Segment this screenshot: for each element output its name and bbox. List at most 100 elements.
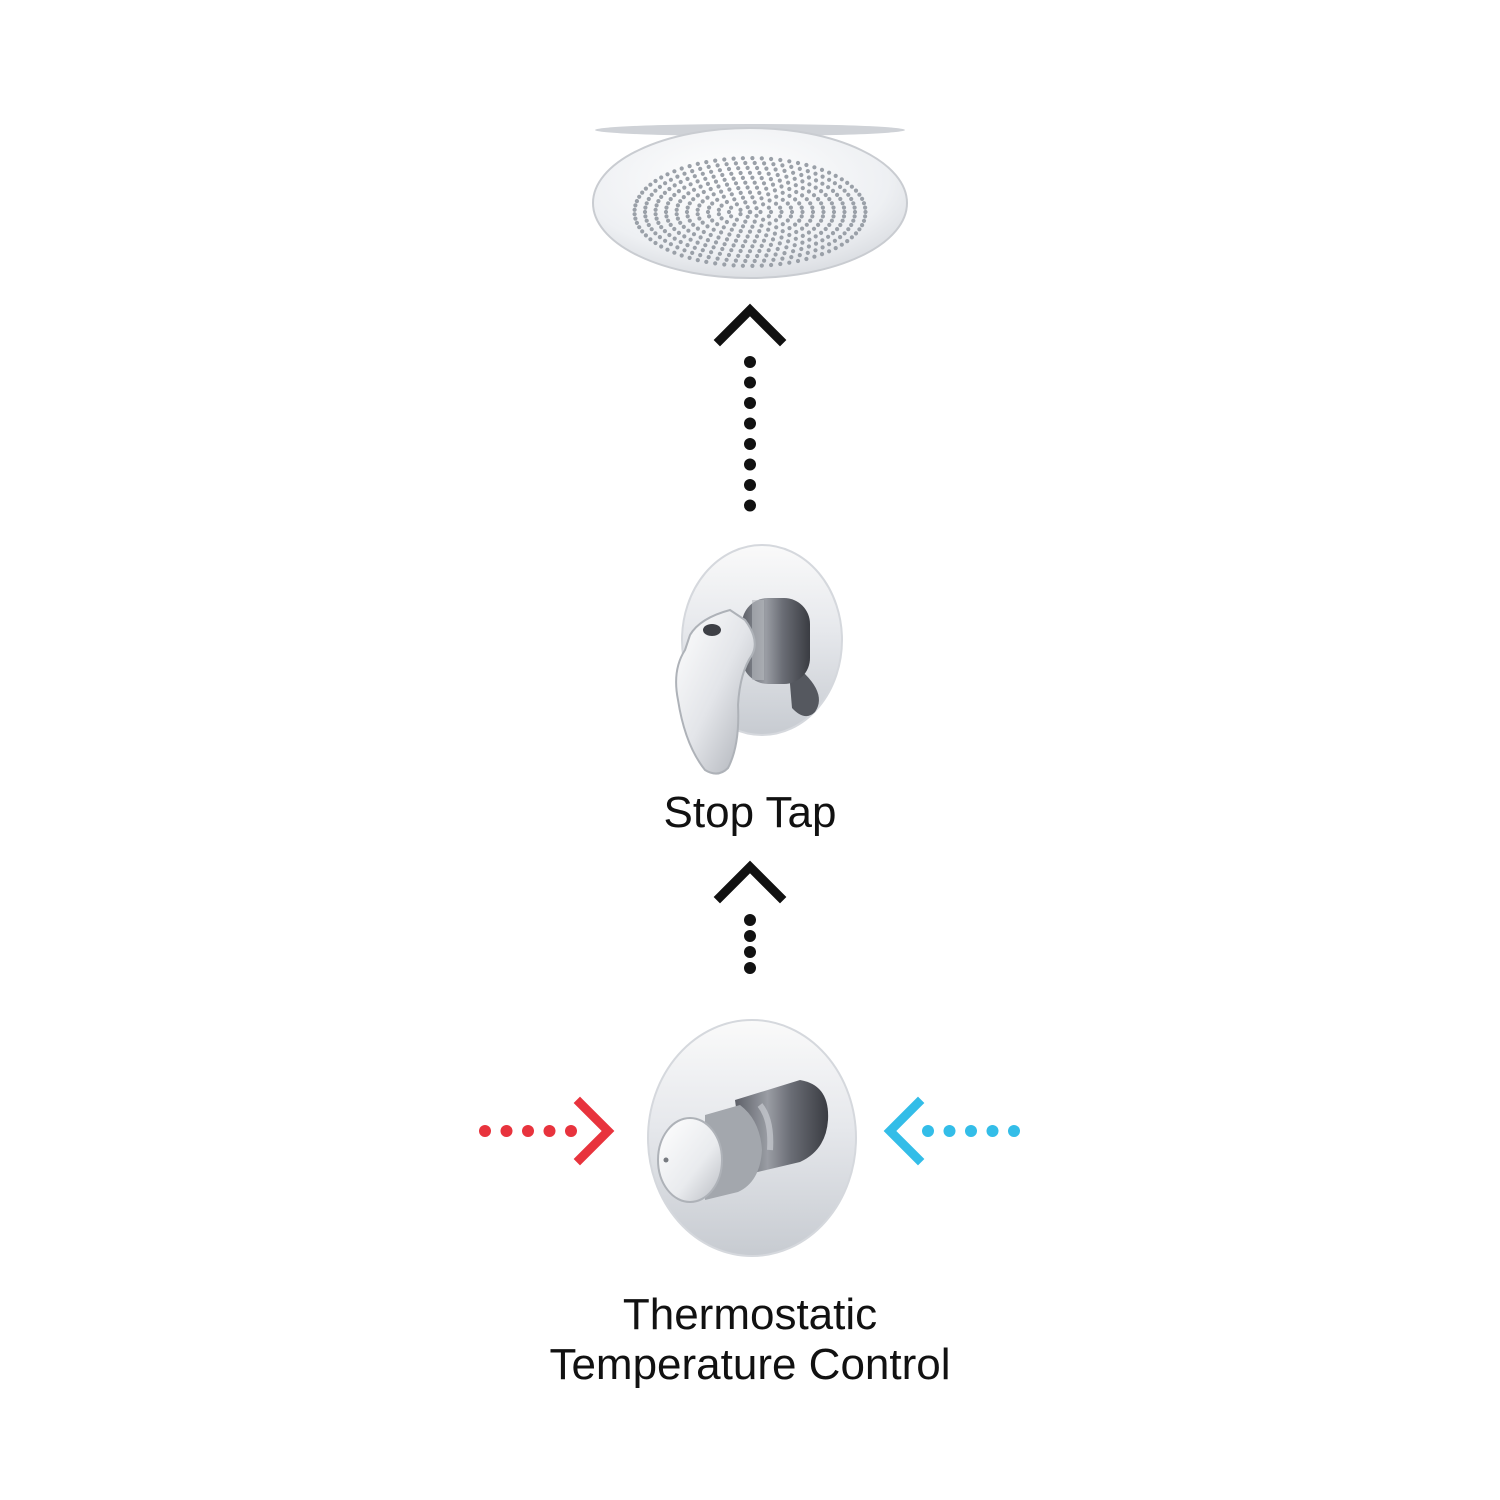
nozzle <box>832 238 838 243</box>
nozzle <box>835 227 840 232</box>
nozzle <box>668 177 674 182</box>
nozzle <box>745 234 750 239</box>
nozzle <box>786 180 791 185</box>
nozzle <box>719 230 724 235</box>
nozzle <box>750 156 755 161</box>
nozzle <box>703 243 708 248</box>
nozzle <box>827 197 832 202</box>
nozzle <box>752 160 757 166</box>
nozzle <box>713 158 718 163</box>
nozzle <box>791 249 796 254</box>
nozzle <box>820 214 826 219</box>
nozzle <box>701 189 706 195</box>
nozzle <box>705 224 710 229</box>
nozzle <box>857 227 862 232</box>
nozzle <box>695 207 700 212</box>
nozzle <box>698 184 703 189</box>
nozzle <box>679 253 684 258</box>
nozzle <box>653 212 658 217</box>
nozzle <box>646 196 651 202</box>
nozzle <box>827 177 832 182</box>
nozzle <box>759 176 764 181</box>
nozzle <box>787 193 792 198</box>
nozzle <box>851 201 856 206</box>
nozzle <box>708 186 713 192</box>
nozzle <box>813 241 819 246</box>
nozzle <box>754 185 760 190</box>
nozzle <box>685 214 690 219</box>
nozzle <box>804 256 809 262</box>
nozzle <box>860 196 865 201</box>
nozzle <box>649 192 654 197</box>
hot-flow-dot <box>522 1125 534 1137</box>
nozzle <box>787 232 792 238</box>
nozzle <box>793 236 798 241</box>
stop-tap-label: Stop Tap <box>663 788 837 837</box>
nozzle <box>668 242 674 247</box>
nozzle <box>743 160 748 166</box>
shower-head-icon <box>592 124 908 279</box>
nozzle <box>686 228 691 233</box>
nozzle <box>793 222 798 227</box>
nozzle <box>643 205 648 210</box>
nozzle <box>813 171 818 176</box>
nozzle <box>805 169 810 174</box>
nozzle <box>729 227 734 232</box>
nozzle <box>830 188 836 193</box>
nozzle <box>829 201 835 206</box>
nozzle <box>692 245 697 250</box>
nozzle <box>637 194 642 199</box>
nozzle <box>705 209 711 215</box>
nozzle <box>807 237 812 242</box>
nozzle <box>784 174 789 179</box>
nozzle <box>780 222 785 227</box>
nozzle <box>773 167 778 172</box>
nozzle <box>827 222 832 227</box>
nozzle <box>695 258 700 263</box>
nozzle <box>682 171 687 176</box>
nozzle <box>697 203 702 208</box>
nozzle <box>736 233 741 238</box>
nozzle <box>672 250 677 255</box>
nozzle <box>806 230 812 235</box>
nozzle <box>841 205 847 210</box>
nozzle <box>663 238 668 243</box>
nozzle <box>706 255 711 260</box>
nozzle <box>732 222 737 227</box>
nozzle <box>740 224 746 229</box>
nozzle <box>691 232 697 237</box>
nozzle <box>659 194 664 199</box>
nozzle <box>775 172 780 178</box>
nozzle <box>716 184 721 189</box>
cold-flow-dot <box>965 1125 977 1137</box>
nozzle <box>675 203 681 208</box>
nozzle <box>810 205 815 210</box>
nozzle <box>666 218 671 223</box>
nozzle <box>747 209 753 215</box>
nozzle <box>665 247 670 252</box>
nozzle <box>811 226 817 231</box>
nozzle <box>715 163 720 168</box>
nozzle <box>700 248 705 253</box>
nozzle <box>648 182 653 187</box>
nozzle <box>813 234 818 239</box>
nozzle <box>653 178 658 184</box>
nozzle <box>719 189 724 194</box>
nozzle <box>732 197 737 202</box>
flow-dot <box>744 499 756 512</box>
nozzle <box>853 188 859 193</box>
nozzle <box>710 218 715 223</box>
nozzle <box>757 190 762 195</box>
nozzle <box>634 199 640 204</box>
nozzle <box>667 232 672 238</box>
nozzle <box>806 189 812 194</box>
nozzle <box>810 214 815 219</box>
nozzle <box>690 250 695 255</box>
flow-dot <box>744 356 756 368</box>
nozzle <box>849 196 854 202</box>
nozzle <box>663 181 668 186</box>
nozzle <box>761 238 767 243</box>
nozzle <box>797 201 802 206</box>
nozzle <box>644 201 649 206</box>
nozzle <box>643 233 649 238</box>
